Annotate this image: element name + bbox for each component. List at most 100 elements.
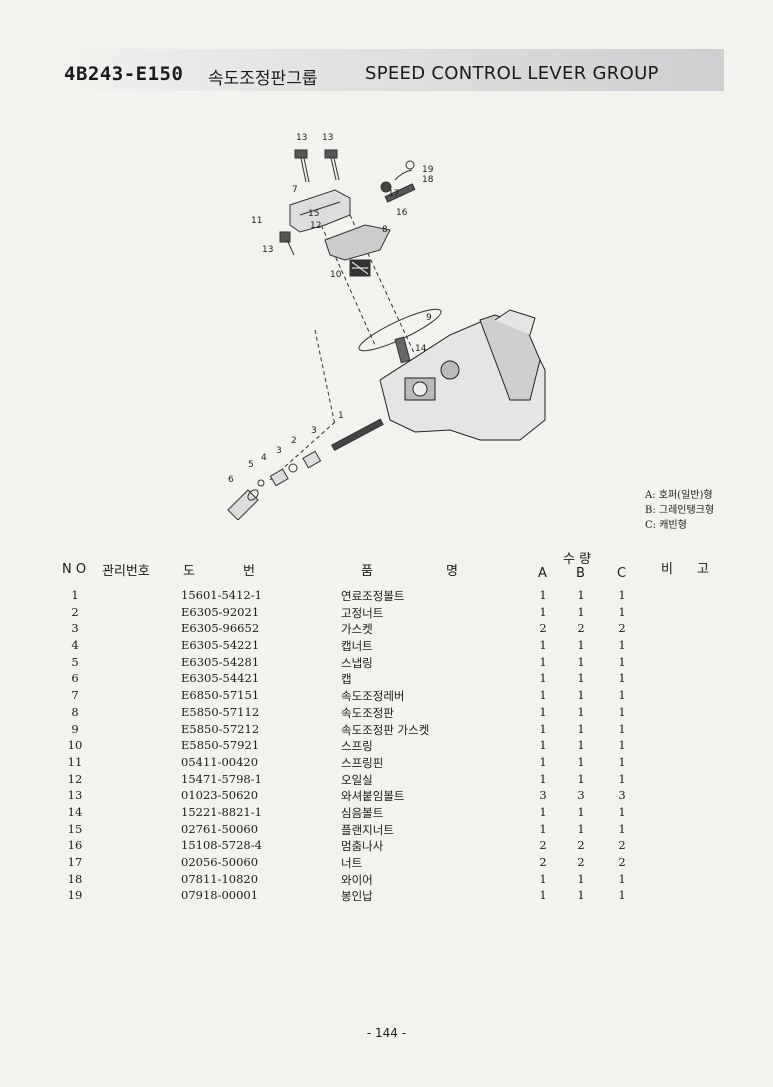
row-no: 15 [67, 821, 83, 836]
header-remarks: 비 [661, 562, 673, 577]
row-qty-b: 1 [577, 671, 585, 686]
header-part-name: 명 [446, 564, 458, 579]
row-part-name: 오일실 [341, 772, 373, 787]
row-qty-a: 2 [539, 838, 547, 853]
row-qty-b: 1 [577, 704, 585, 719]
fuel-adjust-bolt-part [331, 418, 384, 452]
row-part-name: 멈춤나사 [341, 839, 384, 854]
row-part-name: 고정너트 [341, 605, 384, 620]
assembly-axis-line [314, 329, 336, 426]
model-code: 4B243-E150 [64, 63, 184, 85]
row-qty-b: 1 [577, 738, 585, 753]
fixed-nut-part [302, 450, 322, 469]
row-qty-b: 1 [577, 771, 585, 786]
row-qty-a: 1 [539, 771, 547, 786]
row-qty-c: 1 [618, 821, 626, 836]
row-qty-c: 1 [618, 871, 626, 886]
row-part-name: 연료조정볼트 [341, 589, 405, 603]
callout-label: 13 [322, 133, 333, 143]
row-drawing-no: 07811-10820 [181, 871, 259, 886]
callout-label: 7 [292, 185, 298, 195]
row-no: 13 [67, 788, 83, 803]
legend-item: B: 그레인탱크형 [645, 505, 715, 516]
row-qty-c: 1 [618, 654, 626, 669]
row-drawing-no: E6305-92021 [181, 604, 260, 619]
callout-label: 16 [396, 208, 408, 218]
cap-nut-part [269, 468, 289, 487]
row-no: 17 [67, 855, 83, 869]
row-drawing-no: E5850-57212 [181, 721, 260, 736]
row-no: 5 [71, 654, 79, 669]
row-qty-a: 1 [539, 721, 547, 736]
legend-item: C: 캐빈형 [645, 520, 687, 531]
row-qty-c: 1 [618, 604, 626, 619]
row-qty-b: 1 [577, 654, 585, 669]
seal-part [405, 160, 415, 170]
row-drawing-no: 02056-50060 [181, 855, 259, 869]
callout-label: 3 [311, 426, 317, 436]
header-qty-b: B [576, 566, 585, 581]
header-mgmt-number: 관리번호 [102, 564, 150, 579]
row-qty-b: 1 [577, 871, 585, 886]
callout-label: 6 [228, 475, 234, 485]
cap-part [227, 489, 259, 520]
callout-label: 11 [251, 216, 262, 226]
row-drawing-no: E5850-57112 [181, 704, 260, 719]
snap-ring-part [257, 479, 265, 487]
row-drawing-no: E6305-96652 [181, 621, 260, 636]
row-drawing-no: 02761-50060 [181, 821, 259, 836]
variant-legend: A: 호퍼(일반)형 B: 그레인탱크형 C: 캐빈형 [645, 488, 714, 533]
legend-item: A: 호퍼(일반)형 [645, 490, 713, 501]
row-qty-a: 1 [539, 704, 547, 719]
nut-part [380, 181, 392, 193]
row-part-name: 가스켓 [341, 622, 373, 637]
row-qty-b: 1 [577, 888, 585, 903]
callout-label: 13 [296, 133, 307, 143]
row-part-name: 속도조정판 가스켓 [341, 722, 430, 737]
header-qty-a: A [538, 566, 547, 581]
row-part-name: 와셔붙임볼트 [341, 789, 405, 804]
row-part-name: 심음볼트 [341, 805, 384, 820]
callout-label: 12 [310, 221, 321, 231]
row-qty-c: 3 [618, 788, 626, 803]
assembly-axis-line [349, 214, 416, 356]
row-qty-b: 1 [577, 721, 585, 736]
row-part-name: 캡너트 [341, 639, 373, 654]
row-qty-a: 1 [539, 888, 547, 903]
callout-label: 17 [388, 189, 399, 199]
row-no: 6 [71, 671, 79, 686]
exploded-parts-diagram: 13 13 19 18 7 17 11 15 16 12 8 13 10 9 1… [227, 133, 546, 520]
row-qty-a: 2 [539, 621, 547, 636]
title-english: SPEED CONTROL LEVER GROUP [365, 63, 659, 84]
row-qty-b: 1 [577, 604, 585, 619]
header-qty-c: C [617, 566, 627, 581]
row-qty-a: 1 [539, 804, 547, 819]
callout-label: 4 [261, 453, 267, 463]
row-drawing-no: 15108-5728-4 [181, 838, 262, 853]
callout-label: 1 [338, 411, 344, 421]
row-qty-c: 2 [618, 621, 626, 636]
bolt-13-part [294, 149, 310, 183]
callout-label: 9 [426, 313, 432, 323]
row-drawing-no: E6305-54221 [181, 638, 260, 653]
header-drawing-no: 번 [243, 564, 255, 579]
page-number: - 144 - [366, 1026, 407, 1040]
row-qty-a: 1 [539, 654, 547, 669]
bolt-13-part [279, 231, 295, 256]
row-qty-a: 2 [539, 855, 547, 869]
row-no: 4 [71, 638, 79, 653]
bolt-13-part [324, 149, 340, 181]
row-part-name: 속도조정레버 [341, 689, 405, 704]
callout-label: 2 [291, 436, 297, 446]
row-part-name: 와이어 [341, 872, 373, 887]
